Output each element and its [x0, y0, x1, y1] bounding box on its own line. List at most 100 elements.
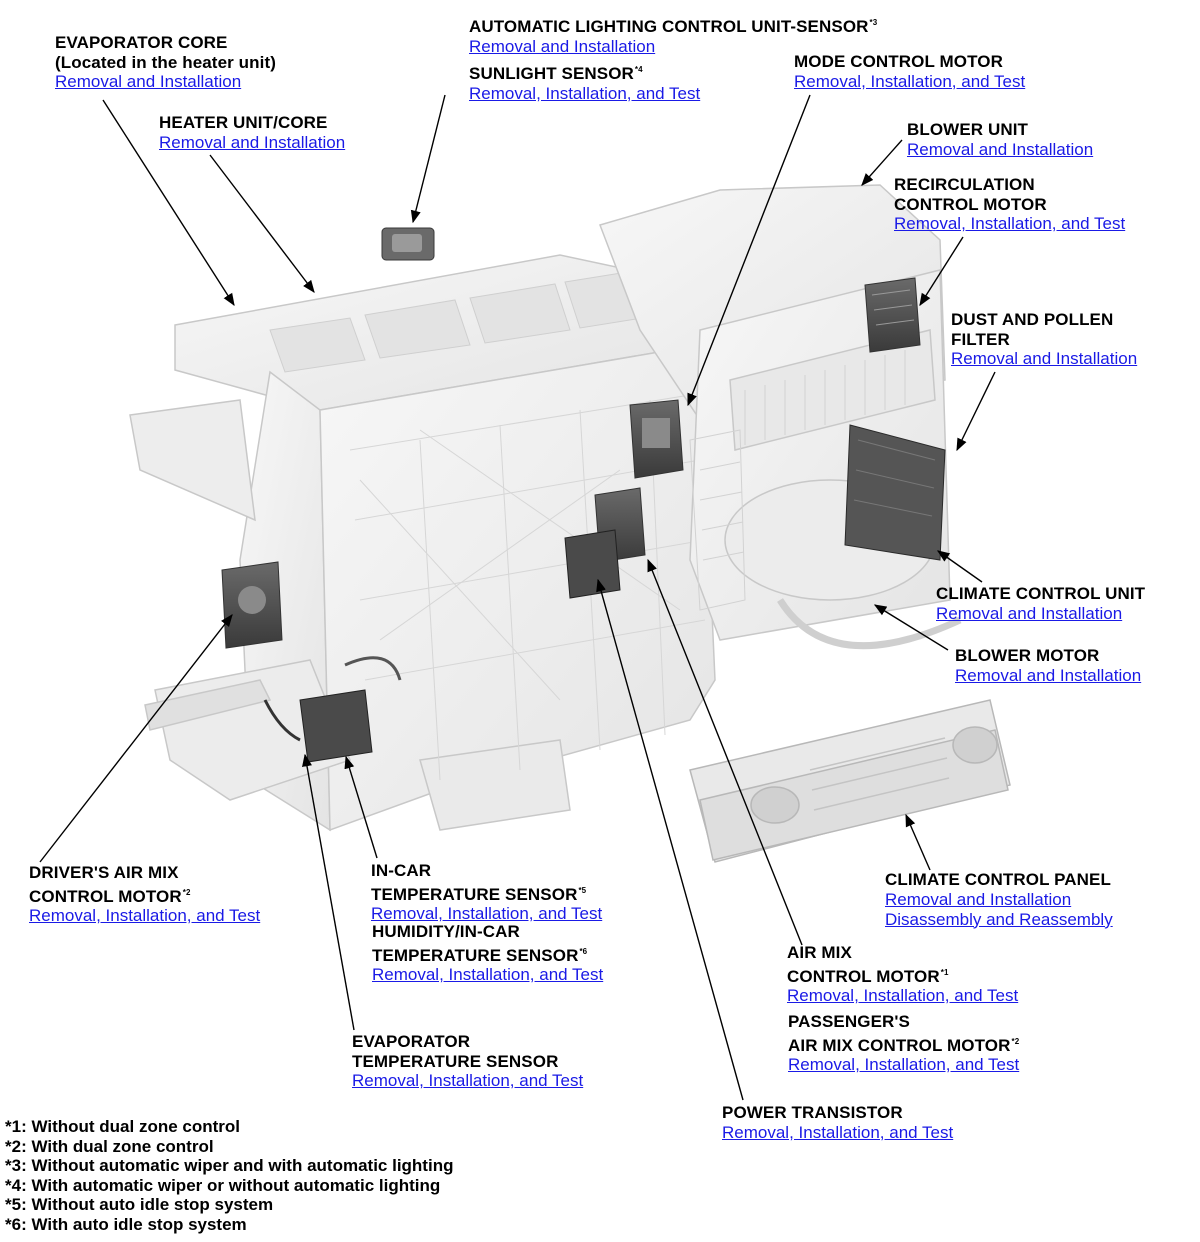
callout-title: EVAPORATOR CORE [55, 33, 228, 52]
mode-motor-part [629, 399, 684, 479]
airmix-motor-link[interactable]: Removal, Installation, and Test [787, 986, 1019, 1005]
callout-dust-filter: DUST AND POLLEN FILTER Removal and Insta… [951, 310, 1137, 369]
title-text: TEMPERATURE SENSOR [372, 945, 579, 965]
footnote-ref: *2 [1011, 1036, 1020, 1046]
callout-title: PASSENGER'S [788, 1012, 910, 1031]
footnote: *6: With auto idle stop system [5, 1214, 247, 1234]
callout-passenger-airmix: PASSENGER'S AIR MIX CONTROL MOTOR*2 Remo… [788, 1012, 1019, 1075]
callout-title: HUMIDITY/IN-CAR [372, 922, 520, 941]
driver-airmix-link[interactable]: Removal, Installation, and Test [29, 906, 261, 925]
sunlight-sensor-link[interactable]: Removal, Installation, and Test [469, 83, 701, 103]
evap-sensor-link[interactable]: Removal, Installation, and Test [352, 1071, 584, 1090]
title-text: TEMPERATURE SENSOR [371, 884, 578, 904]
humidity-sensor-link[interactable]: Removal, Installation, and Test [372, 965, 604, 984]
heater-housing [129, 254, 716, 832]
callout-title: TEMPERATURE SENSOR*5 [371, 881, 602, 905]
callout-title: RECIRCULATION [894, 175, 1035, 194]
recirc-motor-link[interactable]: Removal, Installation, and Test [894, 214, 1126, 233]
sunlight-sensor-part [381, 227, 435, 261]
callout-heater-unit: HEATER UNIT/CORE Removal and Installatio… [159, 113, 345, 153]
callout-power-transistor: POWER TRANSISTOR Removal, Installation, … [722, 1103, 953, 1143]
footnote: *2: With dual zone control [5, 1136, 214, 1156]
footnotes: *1: Without dual zone control *2: With d… [5, 1117, 453, 1234]
callout-title: DUST AND POLLEN [951, 310, 1114, 329]
callout-sunlight-sensor: SUNLIGHT SENSOR*4 Removal, Installation,… [469, 60, 700, 104]
callout-title: CONTROL MOTOR*1 [787, 963, 1018, 987]
callout-climate-panel: CLIMATE CONTROL PANEL Removal and Instal… [885, 870, 1113, 930]
callout-auto-lighting: AUTOMATIC LIGHTING CONTROL UNIT-SENSOR*3… [469, 13, 877, 57]
callout-title: HEATER UNIT/CORE [159, 113, 328, 132]
auto-lighting-link[interactable]: Removal and Installation [469, 36, 656, 56]
blower-motor-link[interactable]: Removal and Installation [955, 665, 1142, 685]
footnote: *5: Without auto idle stop system [5, 1195, 274, 1214]
title-text: CONTROL MOTOR [29, 886, 182, 906]
driver-airmix-motor-part [221, 561, 283, 649]
callout-incar-sensor: IN-CAR TEMPERATURE SENSOR*5 Removal, Ins… [371, 861, 602, 924]
callout-title: POWER TRANSISTOR [722, 1103, 903, 1122]
incar-sensor-part [263, 656, 402, 763]
callout-title: DRIVER'S AIR MIX [29, 863, 179, 882]
dust-filter-link[interactable]: Removal and Installation [951, 349, 1138, 368]
callout-title: FILTER [951, 329, 1010, 349]
duct-hose [777, 598, 962, 650]
callout-blower-motor: BLOWER MOTOR Removal and Installation [955, 646, 1141, 686]
evaporator-core-link[interactable]: Removal and Installation [55, 72, 242, 91]
footnote-ref: *6 [579, 946, 588, 956]
footnote-ref: *5 [578, 885, 587, 895]
climate-panel-disassembly-link[interactable]: Disassembly and Reassembly [885, 909, 1113, 929]
callout-mode-motor: MODE CONTROL MOTOR Removal, Installation… [794, 52, 1025, 92]
callout-humidity-sensor: HUMIDITY/IN-CAR TEMPERATURE SENSOR*6 Rem… [372, 922, 603, 985]
callout-evaporator-core: EVAPORATOR CORE (Located in the heater u… [55, 33, 276, 92]
callout-title: AIR MIX CONTROL MOTOR*2 [788, 1032, 1019, 1056]
callout-recirc-motor: RECIRCULATION CONTROL MOTOR Removal, Ins… [894, 175, 1125, 234]
callout-airmix-motor: AIR MIX CONTROL MOTOR*1 Removal, Install… [787, 943, 1018, 1006]
title-text: SUNLIGHT SENSOR [469, 64, 634, 83]
callout-title-note: (Located in the heater unit) [55, 52, 276, 72]
callout-title: BLOWER MOTOR [955, 646, 1100, 665]
callout-title: CLIMATE CONTROL UNIT [936, 584, 1146, 603]
callout-title: SUNLIGHT SENSOR*4 [469, 60, 700, 84]
callout-title: CLIMATE CONTROL PANEL [885, 870, 1111, 889]
airmix-motor-part [564, 487, 646, 599]
climate-control-panel-part [689, 699, 1011, 863]
callout-title: EVAPORATOR [352, 1032, 471, 1051]
callout-title: TEMPERATURE SENSOR [352, 1051, 559, 1071]
callout-title: IN-CAR [371, 861, 432, 880]
blower-unit-link[interactable]: Removal and Installation [907, 139, 1094, 159]
callout-evap-sensor: EVAPORATOR TEMPERATURE SENSOR Removal, I… [352, 1032, 583, 1091]
title-text: CONTROL MOTOR [787, 966, 940, 986]
housing-ribs [349, 394, 706, 781]
leader-arrows [39, 94, 996, 1101]
footnote: *1: Without dual zone control [5, 1117, 240, 1136]
climate-control-unit-part [844, 424, 946, 561]
callout-title: MODE CONTROL MOTOR [794, 52, 1003, 71]
callout-title: TEMPERATURE SENSOR*6 [372, 942, 603, 966]
callout-climate-unit: CLIMATE CONTROL UNIT Removal and Install… [936, 584, 1145, 624]
footnote: *4: With automatic wiper or without auto… [5, 1175, 441, 1195]
passenger-airmix-link[interactable]: Removal, Installation, and Test [788, 1055, 1020, 1074]
heater-unit-link[interactable]: Removal and Installation [159, 132, 346, 152]
title-text: AIR MIX CONTROL MOTOR [788, 1035, 1011, 1055]
callout-blower-unit: BLOWER UNIT Removal and Installation [907, 120, 1093, 160]
callout-title: CONTROL MOTOR [894, 194, 1047, 214]
callout-title: BLOWER UNIT [907, 120, 1029, 139]
climate-unit-link[interactable]: Removal and Installation [936, 603, 1123, 623]
climate-panel-removal-link[interactable]: Removal and Installation [885, 889, 1072, 909]
title-text: AUTOMATIC LIGHTING CONTROL UNIT-SENSOR [469, 17, 869, 36]
power-transistor-link[interactable]: Removal, Installation, and Test [722, 1122, 954, 1142]
callout-driver-airmix: DRIVER'S AIR MIX CONTROL MOTOR*2 Removal… [29, 863, 260, 926]
recirc-motor-part [864, 277, 921, 353]
callout-title: AIR MIX [787, 943, 852, 962]
callout-title: CONTROL MOTOR*2 [29, 883, 260, 907]
footnote-ref: *3 [869, 18, 878, 27]
housing-vents [269, 269, 656, 373]
incar-sensor-link[interactable]: Removal, Installation, and Test [371, 904, 603, 923]
mode-motor-link[interactable]: Removal, Installation, and Test [794, 71, 1026, 91]
callout-title: AUTOMATIC LIGHTING CONTROL UNIT-SENSOR*3 [469, 13, 877, 37]
footnote-ref: *2 [182, 887, 191, 897]
footnote-ref: *1 [940, 967, 949, 977]
footnote-ref: *4 [634, 65, 643, 74]
blower-grille [689, 350, 906, 611]
footnote: *3: Without automatic wiper and with aut… [5, 1156, 454, 1175]
